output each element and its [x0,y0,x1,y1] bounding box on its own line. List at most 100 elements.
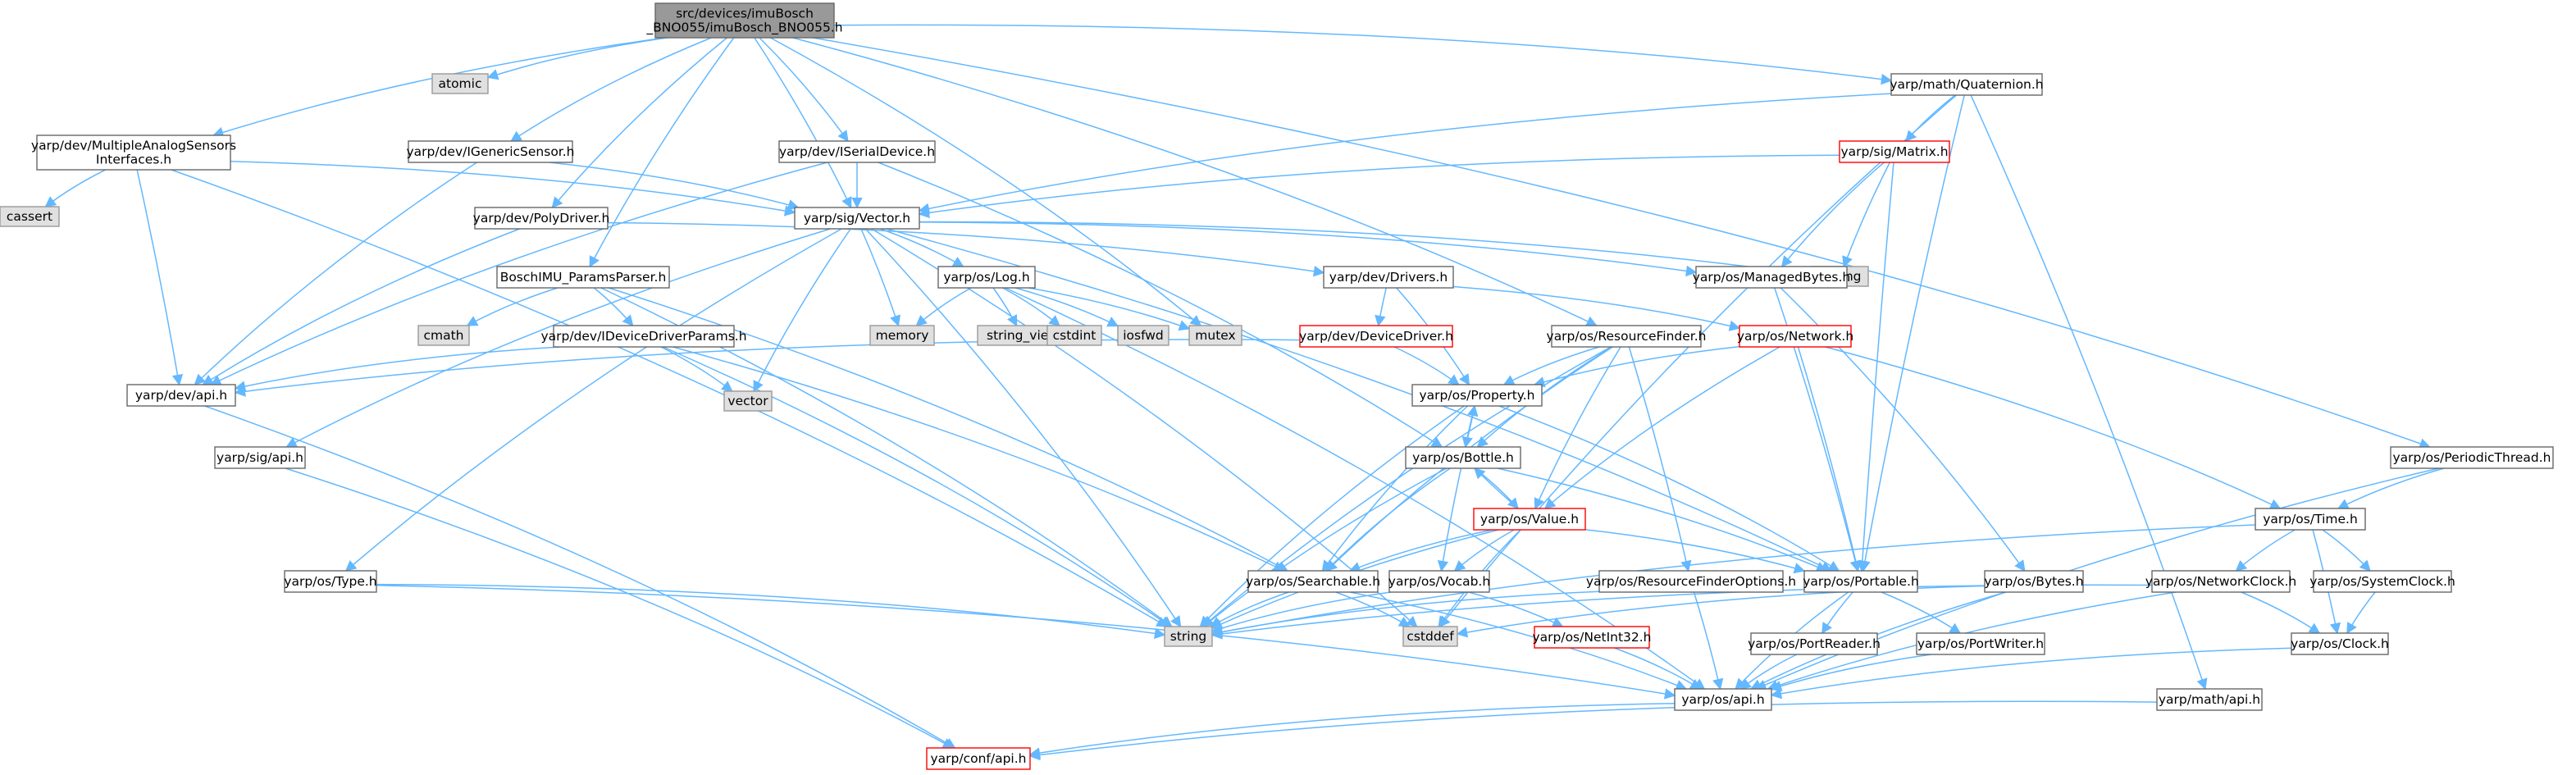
edge-ideviceparams-to-vectorstd [660,346,733,392]
node-multi-label: Interfaces.h [96,153,171,167]
edge-value-to-portable [1584,529,1806,574]
node-root[interactable]: src/devices/imuBosch_BNO055/imuBosch_BNO… [645,2,843,39]
node-networkclock-label: yarp/os/NetworkClock.h [2145,574,2296,589]
edge-vector-to-managed [919,221,1698,277]
edge-vector-to-string [864,228,1182,628]
node-periodic[interactable]: yarp/os/PeriodicThread.h [2390,446,2554,469]
node-type-box [284,570,377,593]
node-network-box [1739,325,1852,348]
node-confapi[interactable]: yarp/conf/api.h [926,747,1031,770]
edge-log-to-string_view [992,287,1018,327]
edge-property-to-searchable [1321,405,1469,572]
node-portreader[interactable]: yarp/os/PortReader.h [1748,632,1881,655]
node-resourcefinder[interactable]: yarp/os/ResourceFinder.h [1547,325,1707,348]
edge-root-to-igeneric [510,37,712,142]
node-atomic-label: atomic [439,76,482,91]
node-systemclock-box [2313,570,2452,593]
node-cstddef-box [1402,626,1458,647]
node-igeneric[interactable]: yarp/dev/IGenericSensor.h [406,140,575,163]
node-portable[interactable]: yarp/os/Portable.h [1803,570,1919,593]
node-rfoptions-box [1598,570,1784,593]
node-devapi[interactable]: yarp/dev/api.h [126,384,236,407]
node-managed[interactable]: yarp/os/ManagedBytes.h [1693,266,1851,289]
node-cstdint-box [1046,325,1102,346]
edge-network-to-time [1825,346,2282,509]
node-networkclock[interactable]: yarp/os/NetworkClock.h [2145,570,2296,593]
node-cstddef: cstddef [1402,626,1458,647]
edge-resourcefinder-to-rfoptions [1628,346,1692,572]
edge-resourcefinder-to-value [1534,346,1621,510]
node-ideviceparams-box [553,325,735,348]
edge-searchable-to-string [1210,591,1289,627]
node-vectorstd-box [723,390,773,412]
node-clock[interactable]: yarp/os/Clock.h [2291,632,2389,655]
edge-vocab-to-string [1210,591,1391,634]
node-time[interactable]: yarp/os/Time.h [2255,508,2366,531]
node-bosch[interactable]: BoschIMU_ParamsParser.h [496,266,670,289]
edge-vector-to-cstddef [871,228,1418,627]
node-iserial-label: yarp/dev/ISerialDevice.h [779,144,935,159]
node-matrix-label: yarp/sig/Matrix.h [1840,144,1948,159]
node-bottle[interactable]: yarp/os/Bottle.h [1405,446,1521,469]
node-string-box [1164,626,1213,647]
node-quaternion[interactable]: yarp/math/Quaternion.h [1890,73,2044,96]
node-property[interactable]: yarp/os/Property.h [1411,384,1543,407]
node-polydriver-box [474,207,609,230]
node-searchable-label: yarp/os/Searchable.h [1246,574,1380,589]
edge-portable-to-portreader [1821,591,1853,635]
node-root-label: src/devices/imuBosch [676,7,814,21]
node-iserial[interactable]: yarp/dev/ISerialDevice.h [778,140,936,163]
edge-portwriter-to-osapi [1770,654,1932,692]
node-matrix[interactable]: yarp/sig/Matrix.h [1839,140,1950,163]
node-portwriter[interactable]: yarp/os/PortWriter.h [1916,632,2045,655]
edge-multi-to-vector [230,160,796,217]
node-ideviceparams[interactable]: yarp/dev/IDeviceDriverParams.h [540,325,747,348]
node-cmath-label: cmath [423,328,463,343]
edge-quaternion-to-cstddef [1438,94,1957,628]
node-mathapi[interactable]: yarp/math/api.h [2156,688,2263,711]
edge-matrix-to-managed [1780,162,1885,268]
edge-periodic-to-time [2337,467,2445,509]
node-searchable[interactable]: yarp/os/Searchable.h [1246,570,1380,593]
node-devicedriver[interactable]: yarp/dev/DeviceDriver.h [1299,325,1453,348]
node-vocab[interactable]: yarp/os/Vocab.h [1388,570,1490,593]
node-type[interactable]: yarp/os/Type.h [284,570,377,593]
node-atomic-box [431,73,489,94]
node-bytes[interactable]: yarp/os/Bytes.h [1984,570,2084,593]
edge-systemclock-to-clock [2346,591,2376,635]
node-bottle-label: yarp/os/Bottle.h [1412,450,1514,465]
node-polydriver[interactable]: yarp/dev/PolyDriver.h [473,207,610,230]
node-rfoptions[interactable]: yarp/os/ResourceFinderOptions.h [1586,570,1796,593]
node-matrix-box [1839,140,1950,163]
node-netint32-label: yarp/os/NetInt32.h [1532,630,1651,645]
node-bottle-box [1405,446,1521,469]
node-value-label: yarp/os/Value.h [1480,512,1579,527]
node-iosfwd-label: iosfwd [1123,328,1164,343]
node-portwriter-label: yarp/os/PortWriter.h [1917,636,2044,651]
node-multi[interactable]: yarp/dev/MultipleAnalogSensorsInterfaces… [31,134,236,171]
edge-polydriver-to-devapi [202,228,520,385]
edge-quaternion-to-portable [1859,94,1965,572]
edge-quaternion-to-mathapi [1970,94,2208,691]
node-sigapi[interactable]: yarp/sig/api.h [214,446,306,469]
node-network[interactable]: yarp/os/Network.h [1737,325,1853,348]
node-netint32[interactable]: yarp/os/NetInt32.h [1532,626,1652,649]
node-memory: memory [869,325,935,346]
node-mutex: mutex [1188,325,1242,346]
node-value[interactable]: yarp/os/Value.h [1473,508,1586,531]
node-string_view-label: string_view [987,328,1059,344]
node-log[interactable]: yarp/os/Log.h [937,266,1036,289]
node-time-box [2255,508,2366,531]
edge-ideviceparams-to-devapi [234,346,561,392]
node-osapi[interactable]: yarp/os/api.h [1674,688,1772,711]
edge-portable-to-portwriter [1881,591,1962,634]
edge-property-to-string [1199,405,1465,627]
node-vector[interactable]: yarp/sig/Vector.h [794,207,920,230]
node-log-box [937,266,1036,289]
node-multi-box [36,134,231,171]
node-drivers[interactable]: yarp/dev/Drivers.h [1323,266,1454,289]
node-systemclock[interactable]: yarp/os/SystemClock.h [2309,570,2455,593]
node-atomic: atomic [431,73,489,94]
